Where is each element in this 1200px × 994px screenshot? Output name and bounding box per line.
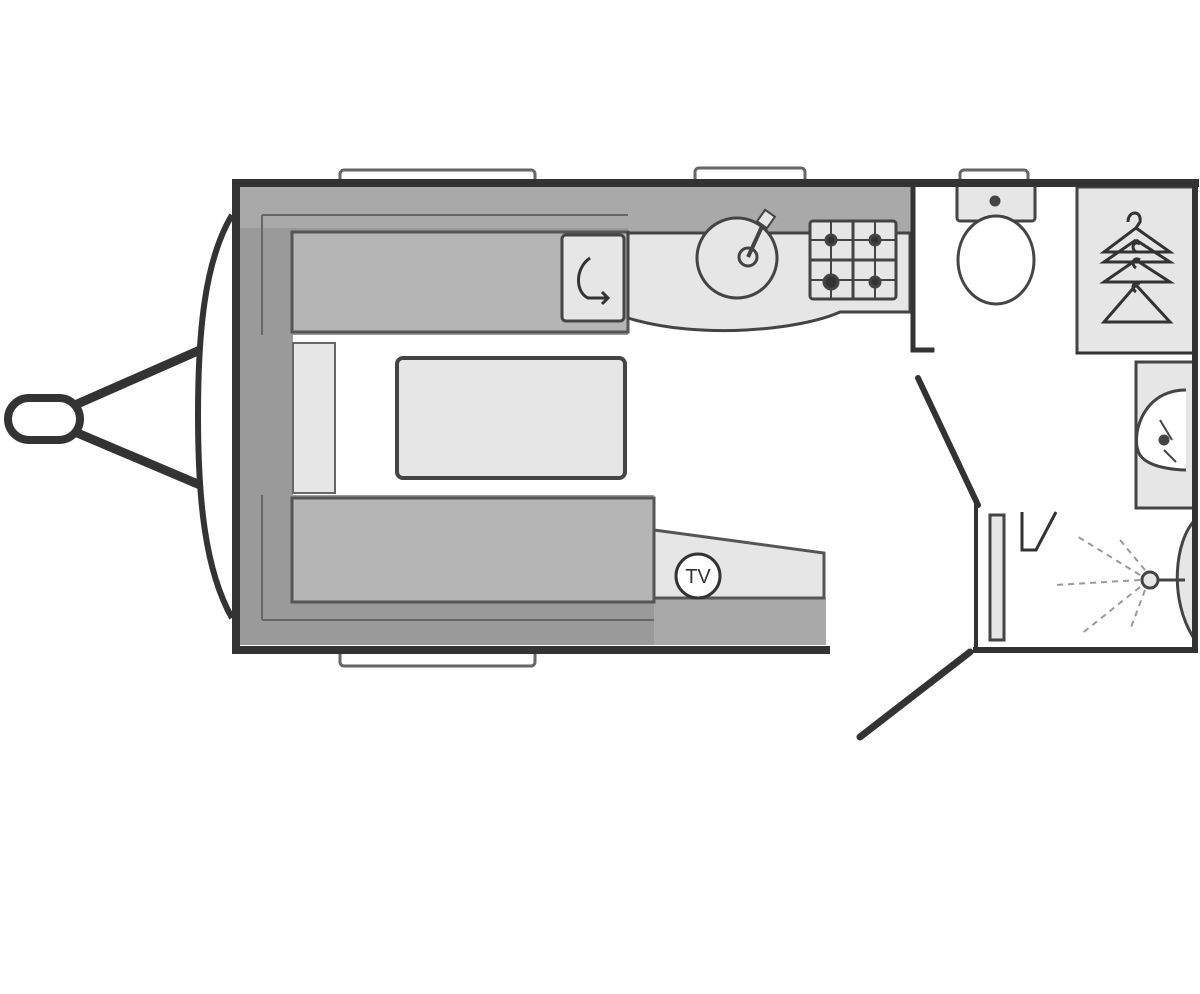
toilet-icon xyxy=(955,181,1037,306)
sink-icon xyxy=(695,208,779,300)
body-walls xyxy=(232,179,1199,654)
front-lounge xyxy=(236,183,913,645)
shower-icon xyxy=(1054,518,1197,641)
door-icon xyxy=(856,375,981,741)
kitchen xyxy=(560,208,912,333)
washroom xyxy=(955,181,1197,642)
tv-unit: TV xyxy=(652,528,826,600)
tv-label: TV xyxy=(685,566,711,588)
hob-icon xyxy=(808,219,898,301)
front-panel xyxy=(194,213,235,620)
washbasin-icon xyxy=(1134,360,1197,510)
fridge-icon xyxy=(577,256,611,306)
towbar-hitch-icon xyxy=(4,345,205,490)
wardrobe-hangers-icon xyxy=(1099,211,1176,324)
